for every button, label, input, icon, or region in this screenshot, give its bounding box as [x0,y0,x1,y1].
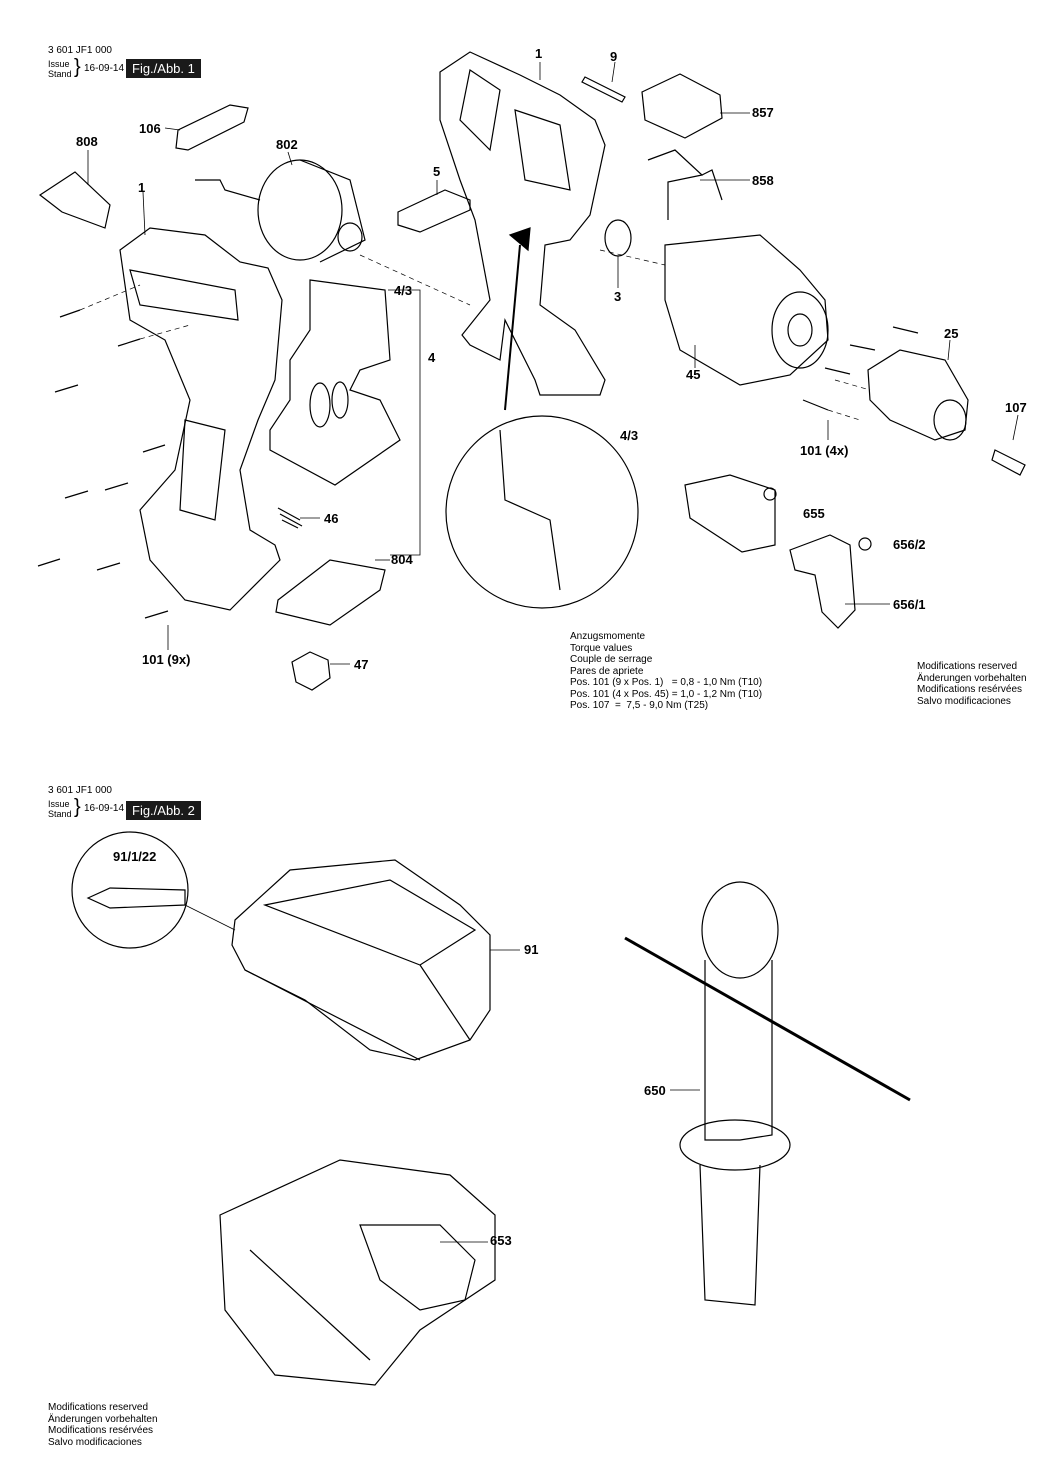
modifications-line: Salvo modificaciones [48,1436,142,1448]
part-802-motor-shape [257,159,343,261]
part-label-804: 804 [391,552,413,567]
issue-date-2: 16-09-14 [84,803,125,814]
modifications-line: Modifications reserved [48,1402,149,1413]
part-label-857: 857 [752,105,774,120]
part-857-shape [641,73,723,139]
part-5-shape [397,189,471,233]
part-650-handle-shape [701,881,779,979]
part-46-spring-shape [277,507,303,529]
figure-1-label: Fig./Abb. 1 [126,59,201,78]
modifications-line: Änderungen vorbehalten [48,1413,158,1425]
torque-note-line: Pos. 101 (9 x Pos. 1) = 0,8 - 1,0 Nm (T1… [570,677,763,688]
part-107-screw-shape [991,449,1026,476]
part-655-shape [684,474,776,553]
part-label-47: 47 [354,657,369,672]
part-label-4-3-a: 4/3 [394,283,413,298]
stand-label-2: Stand [48,809,72,819]
part-label-46: 46 [324,511,339,526]
part-label-4: 4 [428,350,436,365]
modifications-line: Modifications reserved [917,661,1018,672]
part-858-shape [647,149,723,220]
part-label-106: 106 [139,121,161,136]
torque-note-line: Torque values [570,642,633,654]
part-label-858: 858 [752,173,774,188]
modifications-line: Modifications resérvées [48,1425,154,1436]
part-label-25: 25 [944,326,959,341]
torque-notes: Anzugsmomente Torque values Couple de se… [570,631,762,712]
part-label-101-4x: 101 (4x) [800,443,849,458]
torque-note-line: Anzugsmomente [570,631,646,642]
doc-number-2: 3 601 JF1 000 [48,785,112,796]
figure-2-label: Fig./Abb. 2 [126,801,201,820]
torque-note-line: Pos. 101 (4 x Pos. 45) = 1,0 - 1,2 Nm (T… [570,688,763,700]
modifications-notice-1: Modifications reserved Änderungen vorbeh… [917,661,1027,707]
stand-label: Stand [48,69,72,79]
part-label-656-1: 656/1 [893,597,926,612]
modifications-line: Salvo modificaciones [917,695,1011,707]
part-4-electronics-shape [269,279,401,486]
part-106-shape [175,104,249,151]
issue-date: 16-09-14 [84,63,125,74]
part-label-655: 655 [803,506,825,521]
part-label-656-2: 656/2 [893,537,926,552]
part-label-650: 650 [644,1083,666,1098]
issue-label: Issue [48,59,70,69]
modifications-line: Modifications resérvées [917,684,1023,695]
torque-note-line: Pares de apriete [570,665,644,677]
doc-number: 3 601 JF1 000 [48,45,112,56]
part-label-653: 653 [490,1233,512,1248]
header-brace-2: } [74,796,81,818]
part-label-91-1-22: 91/1/22 [113,849,157,864]
part-25-chuck-shape [867,349,969,441]
torque-note-line: Couple de serrage [570,654,653,665]
part-label-101-9x: 101 (9x) [142,652,191,667]
part-45-gearbox-shape [664,234,829,386]
part-label-802: 802 [276,137,298,152]
part-9-shape [581,76,626,103]
header-brace: } [74,56,81,78]
housing-left-shape [119,227,283,611]
screws-101-shapes [37,309,919,619]
detail-circle [445,415,639,609]
detail-circle-91-1-22 [71,831,189,949]
part-label-9: 9 [610,49,618,64]
modifications-notice-2: Modifications reserved Änderungen vorbeh… [48,1402,158,1448]
issue-label-2: Issue [48,799,70,809]
part-804-plate-shape [275,559,386,626]
part-label-91: 91 [524,942,539,957]
part-808-shape [38,171,111,229]
part-label-808: 808 [76,134,98,149]
part-label-3: 3 [614,289,622,304]
part-3-ring-shape [604,219,632,257]
part-label-45: 45 [686,367,701,382]
modifications-line: Änderungen vorbehalten [917,672,1027,684]
part-656-1-shape [789,534,856,629]
part-label-1-top: 1 [535,46,543,61]
part-47-cap-shape [291,651,331,691]
torque-note-line: Pos. 107 = 7,5 - 9,0 Nm (T25) [570,700,709,711]
housing-right-shape [439,51,606,396]
part-label-4-3-b: 4/3 [620,428,639,443]
part-653-charger-shape [219,1159,496,1386]
part-label-1-left: 1 [138,180,146,195]
part-label-5: 5 [433,164,441,179]
part-label-107: 107 [1005,400,1027,415]
